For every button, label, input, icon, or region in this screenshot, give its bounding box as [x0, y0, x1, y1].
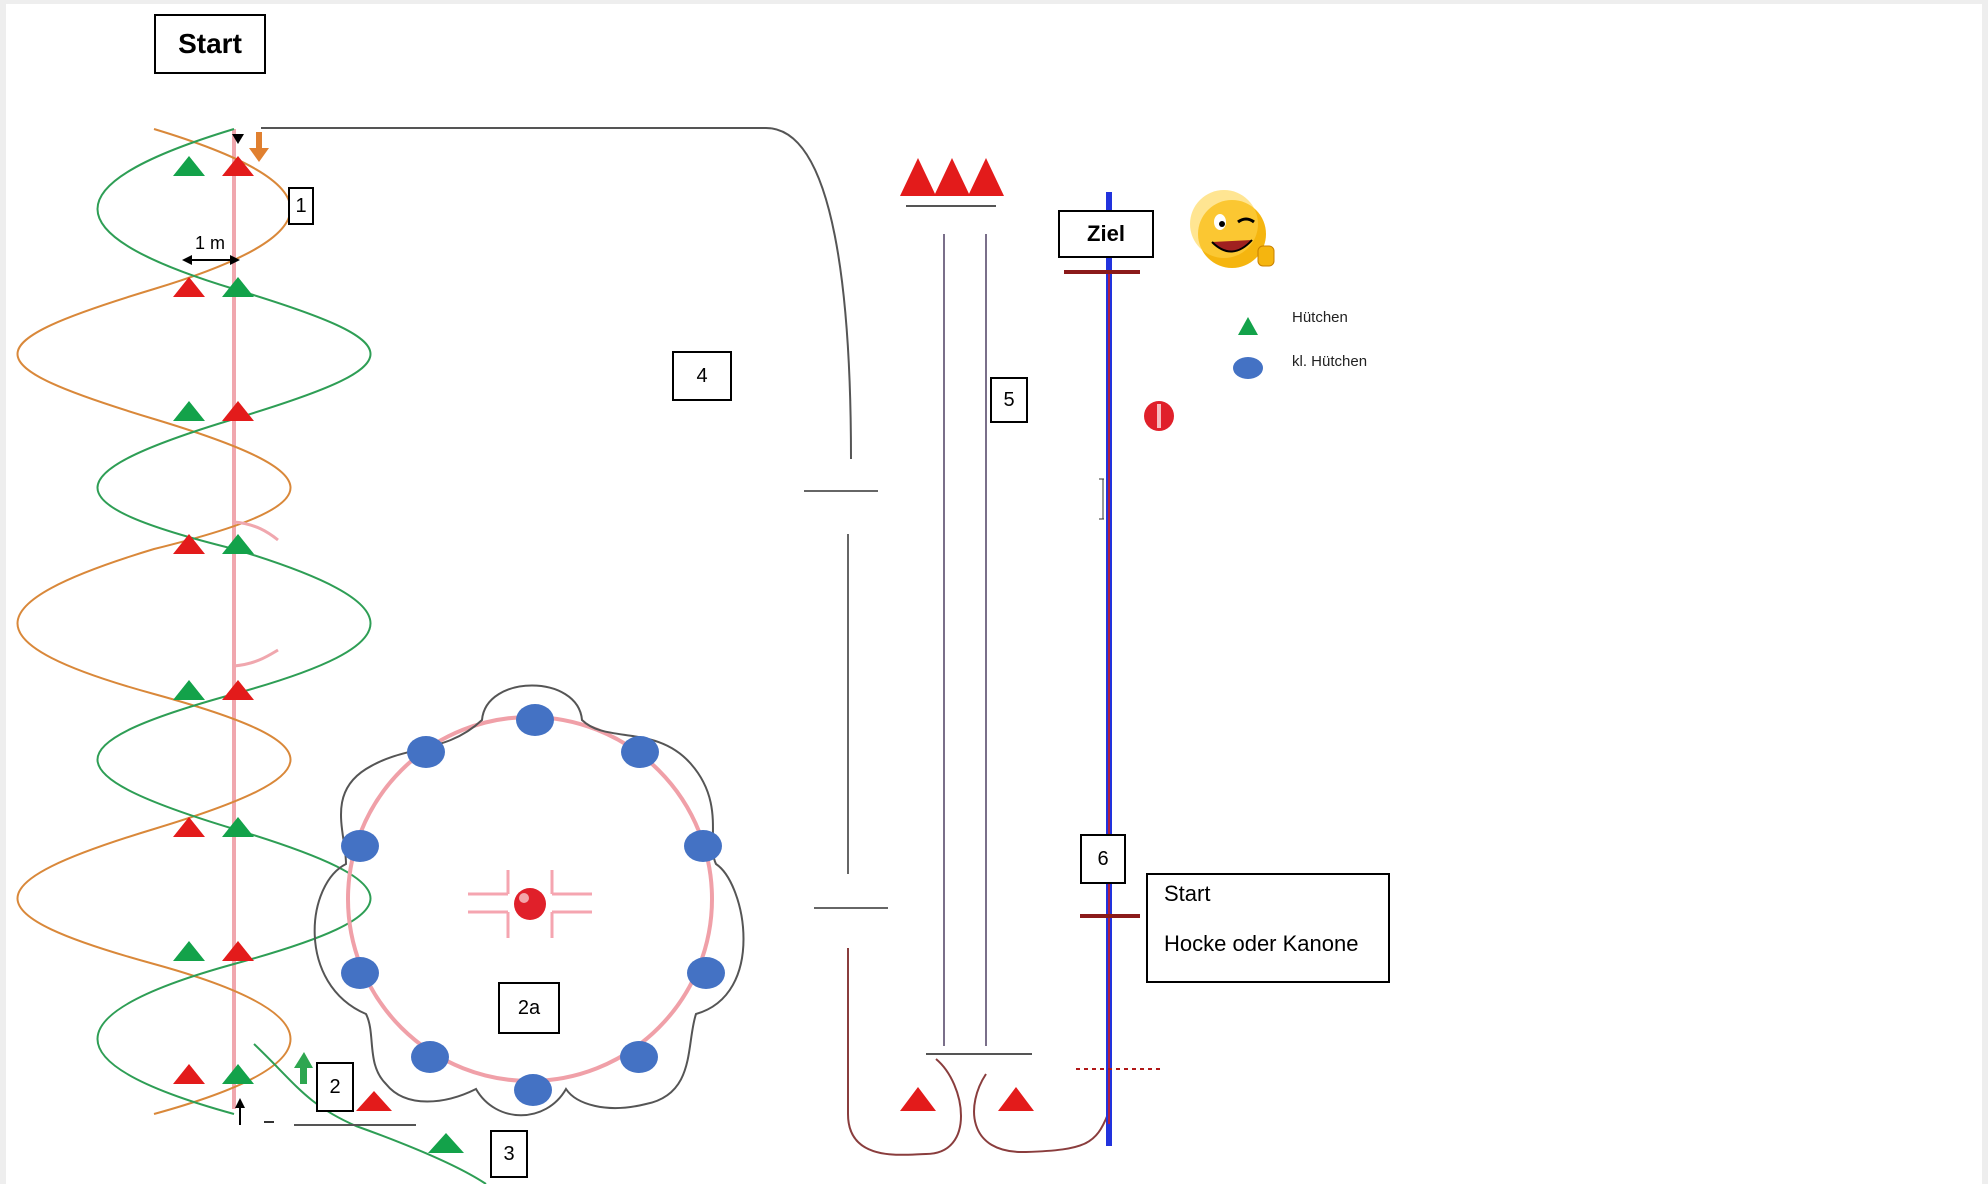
start-marker-black — [232, 134, 244, 144]
cone-bottom-left — [900, 1087, 936, 1111]
station-2a-label: 2a — [498, 982, 560, 1034]
start-box-title: Start — [1164, 881, 1211, 906]
cones-station-1 — [173, 156, 254, 1084]
legend-label-huetchen: Hütchen — [1292, 309, 1348, 326]
course-drawing: 1 m — [16, 127, 1275, 1184]
arrow-up-black — [235, 1098, 245, 1108]
crosshair — [468, 870, 592, 938]
station-6-label: 6 — [1080, 834, 1126, 884]
pink-stub — [233, 520, 279, 542]
bottom-curve — [847, 948, 927, 1156]
distance-arrow-head — [230, 255, 240, 265]
obstacle-course-diagram: 1 m Start 1 4 5 Ziel 6 Start Hocke oder … — [6, 4, 1982, 1184]
distance-label: 1 m — [195, 233, 225, 253]
arrow-up-green-shaft — [300, 1066, 307, 1084]
cones-top-station-5 — [900, 158, 1004, 196]
start-arrow-orange-shaft — [256, 132, 262, 148]
start-box-instruction: Hocke oder Kanone — [1164, 931, 1359, 956]
ziel-text: Ziel — [1087, 221, 1125, 246]
station-4-label: 4 — [672, 351, 732, 401]
start-text: Start — [178, 28, 242, 59]
slalom-path-green — [96, 128, 372, 1115]
ziel-label: Ziel — [1058, 210, 1154, 258]
station-3-label: 3 — [490, 1130, 528, 1178]
start-arrow-orange-head — [249, 148, 269, 162]
station-1-label: 1 — [288, 187, 314, 225]
center-ball — [514, 888, 546, 920]
cone-bottom-right — [998, 1087, 1034, 1111]
flower-outline — [313, 684, 745, 1117]
cone-station-3 — [428, 1133, 464, 1153]
start-label-top: Start — [154, 14, 266, 74]
arrow-up-green-head — [294, 1052, 313, 1068]
station-5-label: 5 — [990, 377, 1028, 423]
start-instruction-box: Start Hocke oder Kanone — [1146, 873, 1390, 983]
pink-stub — [233, 648, 279, 668]
distance-arrow-head — [182, 255, 192, 265]
legend-cone-icon — [1238, 317, 1258, 335]
slalom-path-orange — [16, 128, 292, 1115]
bottom-curve — [973, 1073, 1109, 1154]
station-2-label: 2 — [316, 1062, 354, 1112]
smiley-icon — [1190, 190, 1275, 268]
cone-station-2 — [356, 1091, 392, 1111]
legend-small-cone-icon — [1233, 357, 1263, 379]
legend-label-kl-huetchen: kl. Hütchen — [1292, 353, 1368, 370]
small-cones-ring — [341, 704, 725, 1106]
transition-line-4 — [261, 127, 852, 460]
bottom-curve — [925, 1058, 962, 1155]
